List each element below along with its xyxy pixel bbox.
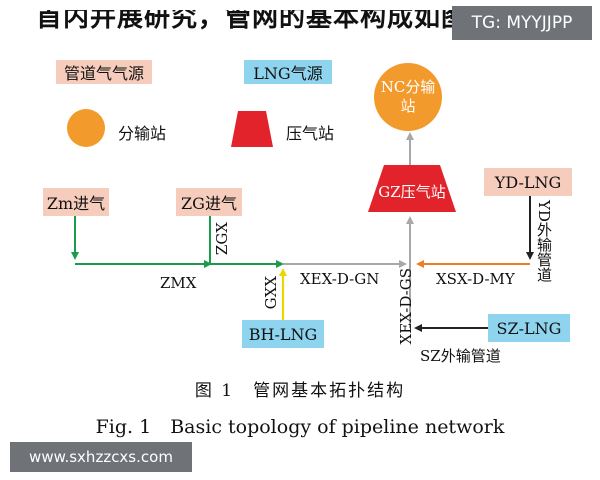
gz-station-label: GZ压气站	[378, 182, 446, 201]
gxx-label: GXX	[262, 276, 280, 310]
legend-lng-label: LNG气源	[253, 64, 323, 83]
zgx-label: ZGX	[213, 222, 231, 256]
xsx-d-my-label: XSX-D-MY	[436, 270, 515, 288]
zm-source-box: Zm进气	[43, 188, 109, 216]
zg-source-box: ZG进气	[176, 188, 242, 216]
xex-d-gs-label: XEX-D-GS	[397, 268, 415, 345]
legend-pipeline-swatch	[56, 60, 152, 84]
tg-watermark-label: TG: MYYJJPP	[452, 6, 592, 40]
xex-d-gn-label: XEX-D-GN	[300, 270, 380, 288]
yd-lng-box: YD-LNG	[484, 168, 572, 196]
legend-distribution-label: 分输站	[118, 124, 167, 143]
header-text: 首内并展研究，管网的基本构成如图 1 所示。	[36, 10, 476, 33]
legend-compressor-trapezoid	[231, 111, 273, 147]
sz-lng-box: SZ-LNG	[488, 314, 570, 342]
figure-caption-cn: 图 1 管网基本拓扑结构	[194, 381, 406, 401]
sz-pipe-label: SZ外输管道	[420, 347, 501, 365]
gz-station-trapezoid	[368, 165, 456, 212]
nc-station-circle	[374, 63, 442, 131]
zmx-label: ZMX	[160, 274, 197, 292]
legend-lng-swatch	[244, 60, 332, 84]
figure-caption-en: Fig. 1 Basic topology of pipeline networ…	[95, 416, 505, 438]
legend-pipeline-label: 管道气气源	[63, 64, 144, 83]
website-watermark: www.sxhzzcxs.com	[10, 442, 192, 472]
yd-pipe-label: YD外输管道	[535, 200, 553, 282]
nc-station-label: NC分输站	[380, 78, 436, 115]
bh-lng-box: BH-LNG	[242, 320, 324, 348]
legend-distribution-circle	[67, 109, 105, 147]
legend-compressor-label: 压气站	[286, 124, 335, 143]
